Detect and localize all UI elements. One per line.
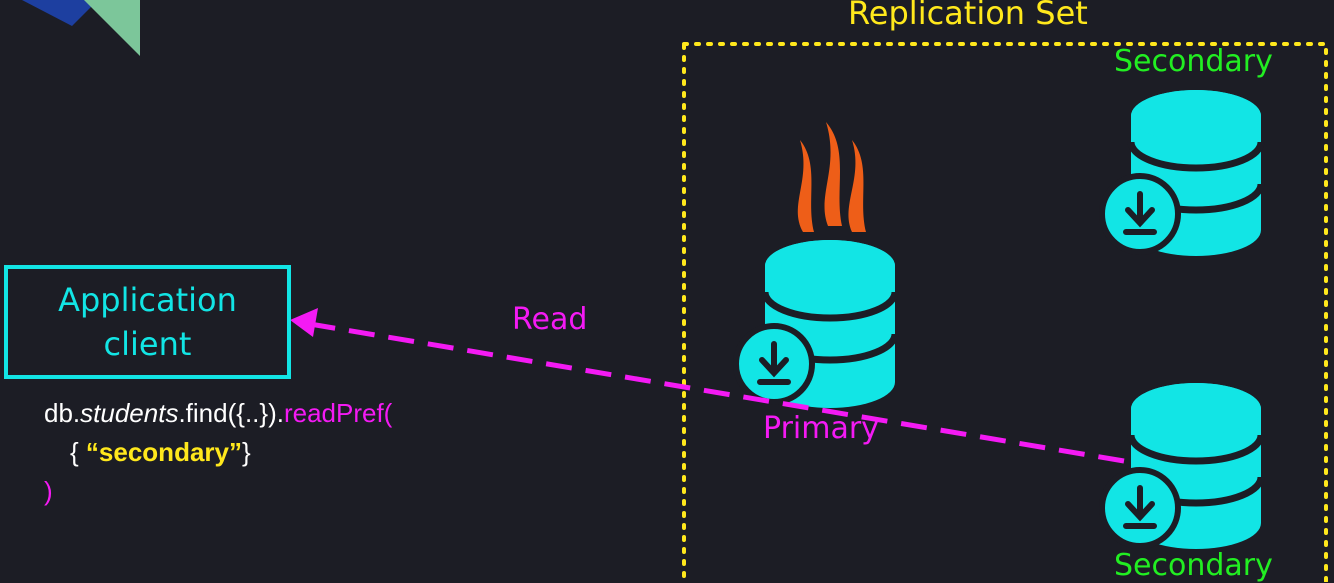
replication-set-border [682, 42, 1328, 582]
code-line-2: { “secondary”} [44, 433, 392, 472]
code-string-token: “secondary” [85, 437, 242, 467]
read-arrow [290, 308, 1125, 464]
application-client-label-line1: Application [58, 281, 237, 319]
read-edge-label: Read [512, 302, 588, 337]
flames-icon [797, 122, 866, 232]
replication-set-title: Replication Set [848, 0, 1088, 32]
code-keyword-token: readPref( [283, 398, 393, 428]
logo-blue-shape [22, 0, 98, 26]
code-line-1: db.students.find({..}).readPref( [44, 394, 392, 433]
code-snippet: db.students.find({..}).readPref( { “seco… [44, 394, 392, 511]
code-keyword-token: ) [44, 476, 53, 506]
secondary-bottom-label: Secondary [1114, 548, 1273, 583]
code-token: .find({..}). [178, 398, 284, 428]
application-client-node: Application client [4, 265, 291, 379]
secondary-top-download-badge-icon [1099, 173, 1181, 255]
code-token: { [70, 437, 86, 467]
logo-green-shape [84, 0, 140, 56]
secondary-bottom-download-badge-icon [1099, 467, 1181, 549]
application-client-label-line2: client [103, 325, 192, 363]
code-line-3: ) [44, 472, 392, 511]
primary-download-badge-icon [733, 323, 815, 405]
code-token: } [242, 437, 251, 467]
code-collection-token: students [80, 398, 179, 428]
code-token: db. [44, 398, 81, 428]
secondary-top-label: Secondary [1114, 44, 1273, 79]
primary-label: Primary [763, 411, 879, 446]
arrowhead-icon [290, 308, 318, 337]
corner-logo [22, 0, 140, 56]
